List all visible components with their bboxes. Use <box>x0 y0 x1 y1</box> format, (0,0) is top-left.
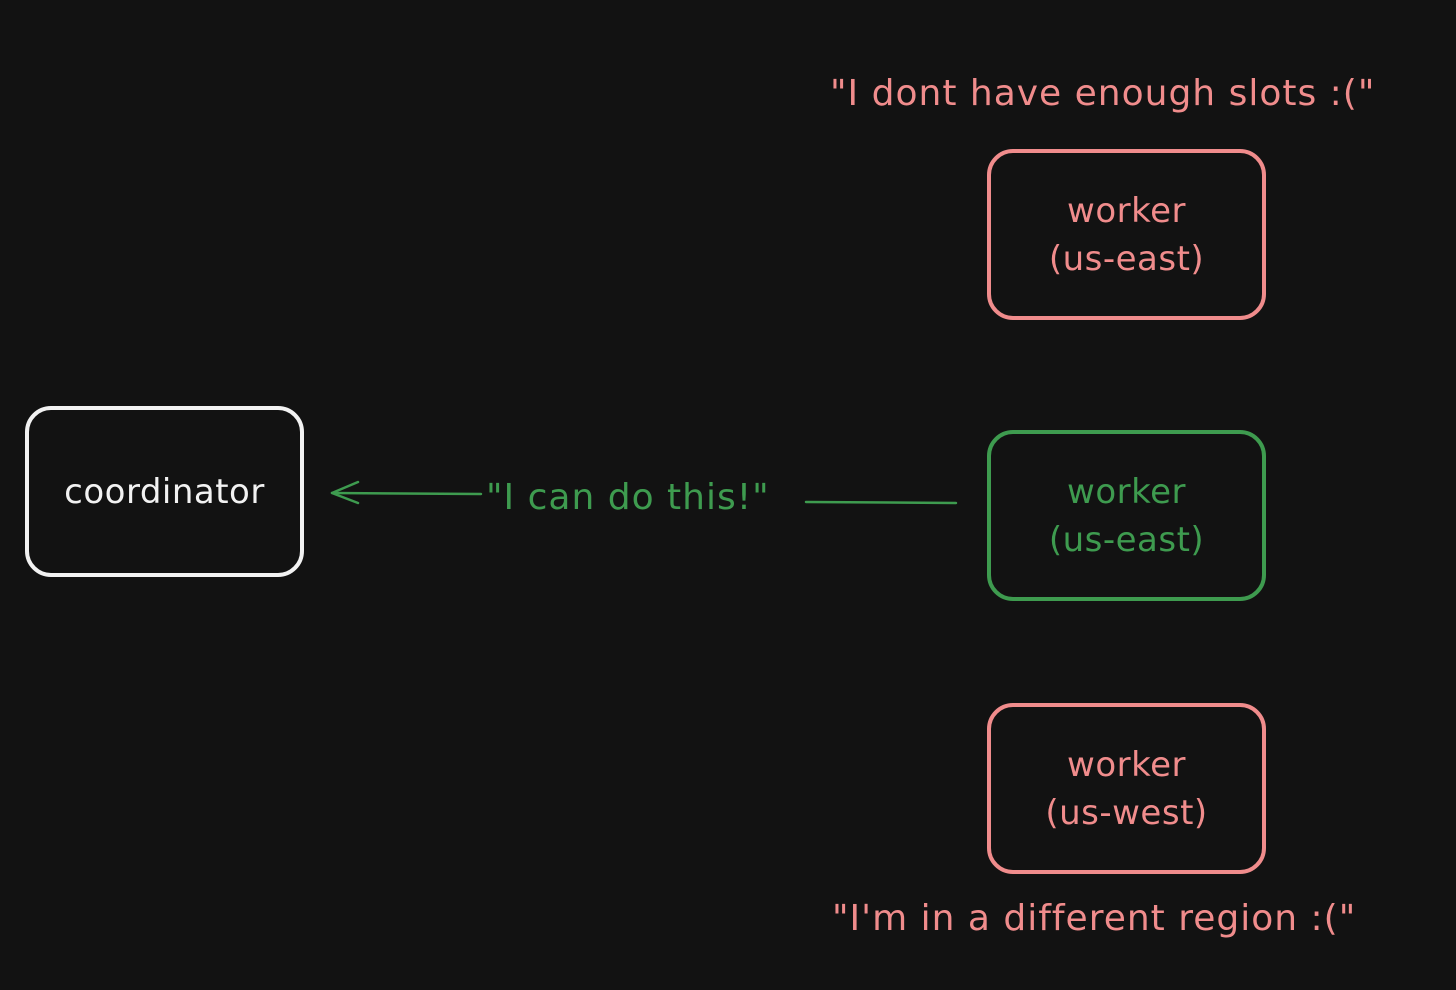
worker-label: worker <box>1067 744 1186 785</box>
arrow-head-icon <box>330 480 360 505</box>
worker-region-label: (us-east) <box>1048 238 1205 279</box>
worker-label: worker <box>1067 471 1186 512</box>
coordinator-node: coordinator <box>25 406 304 577</box>
worker-region-label: (us-west) <box>1045 792 1208 833</box>
note-can-do-this: "I can do this!" <box>486 477 770 518</box>
worker-label: worker <box>1067 190 1186 231</box>
arrow-line-left <box>330 491 483 496</box>
worker-node-us-east-full: worker (us-east) <box>987 149 1266 320</box>
note-not-enough-slots: "I dont have enough slots :(" <box>830 73 1376 114</box>
worker-region-label: (us-east) <box>1048 519 1205 560</box>
arrow-line-right <box>804 500 958 505</box>
worker-node-us-east-available: worker (us-east) <box>987 430 1266 601</box>
worker-node-us-west: worker (us-west) <box>987 703 1266 874</box>
coordinator-label: coordinator <box>64 471 265 512</box>
note-different-region: "I'm in a different region :(" <box>832 898 1357 939</box>
